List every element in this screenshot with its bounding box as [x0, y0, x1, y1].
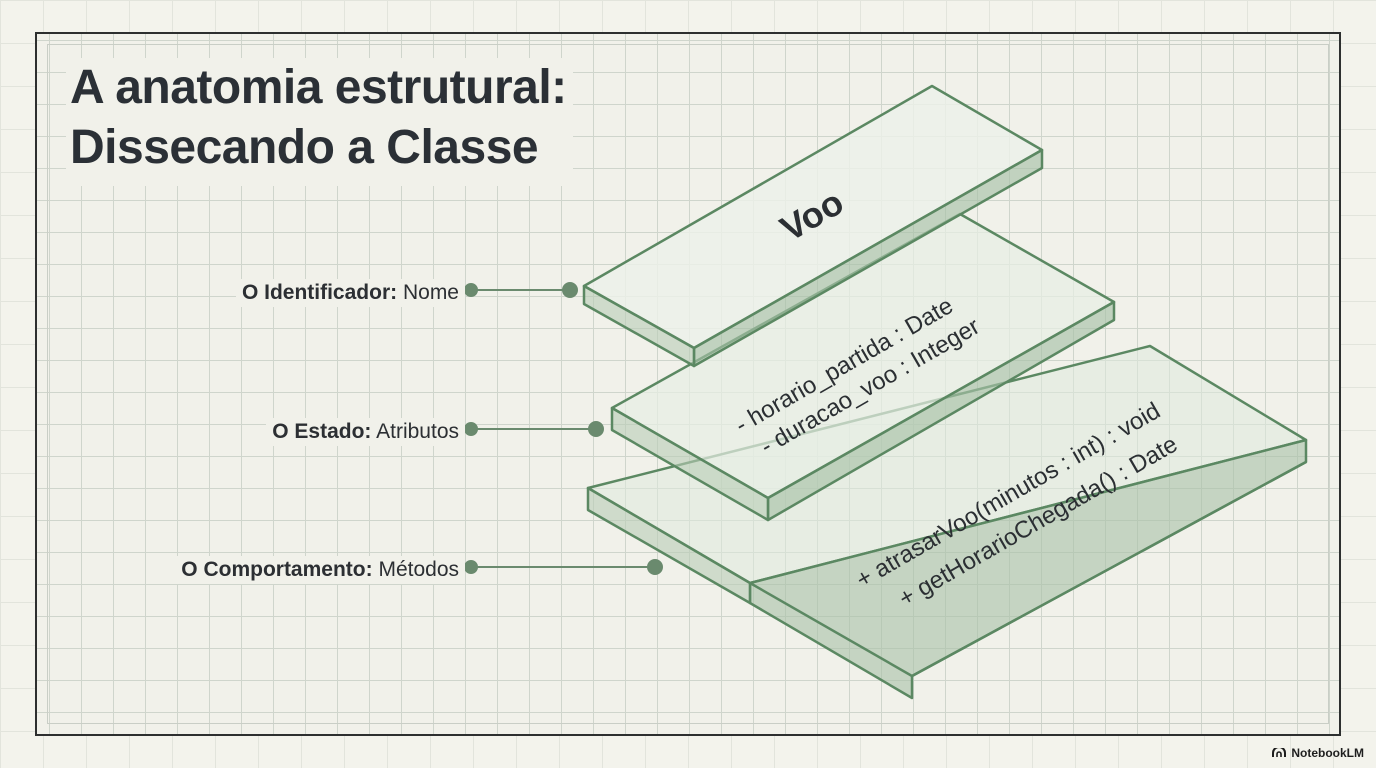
connector-dot-behavior-end: [647, 559, 663, 575]
label-behavior-bold: O Comportamento:: [181, 558, 373, 581]
notebooklm-logo-icon: [1272, 748, 1287, 757]
label-identifier-text: Nome: [402, 281, 459, 304]
footer-brand: NotebookLM: [1272, 746, 1364, 760]
label-state: O Estado: Atributos: [266, 418, 465, 446]
attributes-slab: [610, 212, 1116, 522]
label-state-text: Atributos: [376, 420, 459, 443]
connector-dot-identifier-start: [464, 283, 478, 297]
title-block: A anatomia estrutural: Dissecando a Clas…: [66, 58, 573, 186]
connectors: [464, 282, 663, 575]
title-line-1: A anatomia estrutural:: [70, 61, 567, 114]
methods-slab: [586, 344, 1308, 700]
footer-brand-text: NotebookLM: [1291, 746, 1364, 760]
connector-dot-state-end: [588, 421, 604, 437]
slide-title: A anatomia estrutural: Dissecando a Clas…: [70, 58, 567, 178]
attributes-slab-left: [610, 406, 770, 522]
connector-dot-behavior-start: [464, 560, 478, 574]
methods-slab-left: [586, 486, 752, 605]
label-identifier: O Identificador: Nome: [235, 279, 465, 307]
connector-dot-identifier-end: [562, 282, 578, 298]
label-behavior: O Comportamento: Métodos: [175, 556, 465, 584]
title-line-2: Dissecando a Classe: [70, 121, 539, 174]
name-slab-left: [582, 284, 696, 368]
label-identifier-bold: O Identificador:: [241, 281, 398, 304]
label-state-bold: O Estado:: [272, 420, 372, 443]
name-slab: [582, 84, 1044, 368]
inner-frame: [47, 44, 1329, 724]
connector-dot-state-start: [464, 422, 478, 436]
label-behavior-text: Métodos: [378, 558, 459, 581]
